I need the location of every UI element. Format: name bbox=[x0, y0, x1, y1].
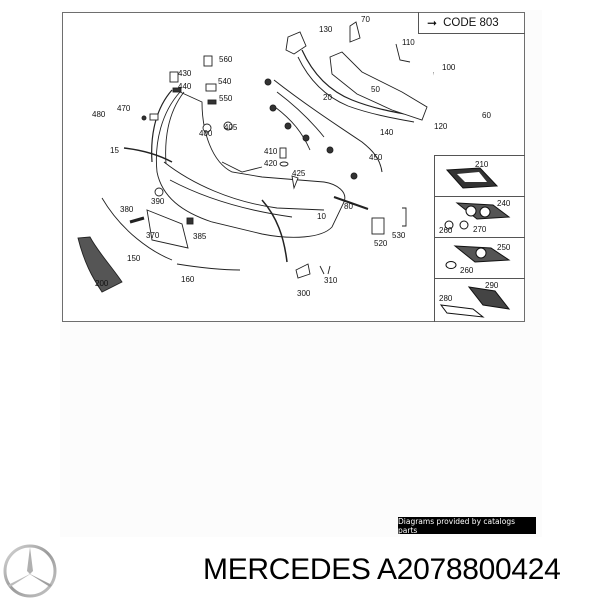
part-labels: 560 430 540 440 550 480 470 400 405 15 4… bbox=[62, 12, 491, 322]
part-label[interactable]: 20 bbox=[323, 93, 332, 102]
part-label[interactable]: 10 bbox=[317, 212, 326, 221]
part-label[interactable]: 470 bbox=[117, 104, 131, 113]
part-label[interactable]: 425 bbox=[292, 169, 306, 178]
part-label[interactable]: 250 bbox=[497, 243, 511, 252]
grille-with-rings-drawing bbox=[444, 202, 511, 230]
part-label[interactable]: 550 bbox=[219, 94, 233, 103]
part-label[interactable]: 560 bbox=[219, 55, 233, 64]
part-label[interactable]: 130 bbox=[319, 25, 333, 34]
inset-panel-290[interactable]: 290 280 bbox=[435, 279, 525, 320]
part-label[interactable]: 450 bbox=[369, 153, 383, 162]
part-label[interactable]: 210 bbox=[475, 160, 489, 169]
part-label[interactable]: 405 bbox=[224, 123, 238, 132]
inset-panel-250[interactable]: 250 260 bbox=[435, 238, 525, 279]
part-label[interactable]: 140 bbox=[380, 128, 394, 137]
variant-inset-panels: 210 240 260 270 250 260 290 280 bbox=[434, 155, 525, 322]
code-803-legend: ➞ CODE 803 bbox=[418, 12, 525, 34]
part-label[interactable]: 410 bbox=[264, 147, 278, 156]
part-label[interactable]: 430 bbox=[178, 69, 192, 78]
part-label[interactable]: 300 bbox=[297, 289, 311, 298]
part-label[interactable]: 15 bbox=[110, 146, 119, 155]
part-label[interactable]: 420 bbox=[264, 159, 278, 168]
part-label[interactable]: 120 bbox=[434, 122, 448, 131]
grille-single-ring-drawing bbox=[445, 245, 511, 269]
part-label[interactable]: 200 bbox=[95, 279, 109, 288]
fog-lamp-trim-drawing bbox=[445, 167, 499, 189]
arrow-right-icon: ➞ bbox=[427, 15, 438, 30]
mercedes-star-icon bbox=[3, 544, 57, 598]
part-label[interactable]: 150 bbox=[127, 254, 141, 263]
grille-lower-trim-drawing bbox=[439, 286, 511, 318]
part-label[interactable]: 270 bbox=[473, 225, 487, 234]
part-label[interactable]: 290 bbox=[485, 281, 499, 290]
part-label[interactable]: 100 bbox=[442, 63, 456, 72]
inset-panel-240[interactable]: 240 260 270 bbox=[435, 197, 525, 238]
bumper-exploded-drawing bbox=[77, 21, 434, 293]
part-label[interactable]: 260 bbox=[439, 226, 453, 235]
part-label[interactable]: 80 bbox=[344, 202, 353, 211]
attribution-bar: Diagrams provided by catalogs parts bbox=[398, 517, 536, 535]
part-label[interactable]: 520 bbox=[374, 239, 388, 248]
part-label[interactable]: 310 bbox=[324, 276, 338, 285]
part-label[interactable]: 390 bbox=[151, 197, 165, 206]
product-title: MERCEDES A2078800424 bbox=[203, 553, 561, 586]
part-label[interactable]: 280 bbox=[439, 294, 453, 303]
part-label[interactable]: 60 bbox=[482, 111, 491, 120]
code-label: CODE 803 bbox=[443, 16, 499, 29]
part-label[interactable]: 370 bbox=[146, 231, 160, 240]
parts-diagram-frame bbox=[62, 12, 525, 322]
part-label[interactable]: 260 bbox=[460, 266, 474, 275]
part-label[interactable]: 240 bbox=[497, 199, 511, 208]
inset-panel-210[interactable]: 210 bbox=[435, 156, 525, 197]
part-label[interactable]: 50 bbox=[371, 85, 380, 94]
part-label[interactable]: 400 bbox=[199, 129, 213, 138]
part-label[interactable]: 385 bbox=[193, 232, 207, 241]
part-label[interactable]: 70 bbox=[361, 15, 370, 24]
part-label[interactable]: 540 bbox=[218, 77, 232, 86]
part-label[interactable]: 480 bbox=[92, 110, 106, 119]
part-label[interactable]: 160 bbox=[181, 275, 195, 284]
part-label[interactable]: 110 bbox=[402, 38, 415, 47]
part-label[interactable]: 380 bbox=[120, 205, 134, 214]
part-label[interactable]: 530 bbox=[392, 231, 406, 240]
part-label[interactable]: 440 bbox=[178, 82, 192, 91]
